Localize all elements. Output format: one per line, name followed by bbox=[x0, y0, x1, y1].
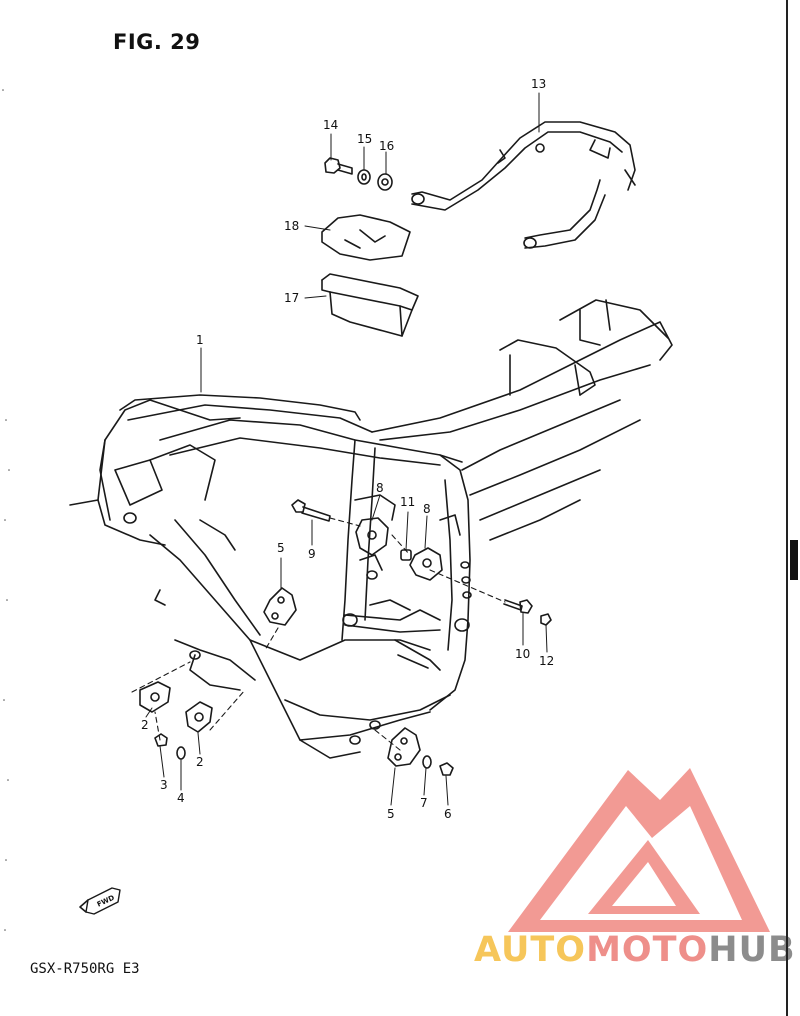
callout-12: 12 bbox=[539, 654, 555, 668]
callout-15: 15 bbox=[357, 132, 373, 146]
leader-lines bbox=[145, 92, 548, 806]
tool-bag bbox=[321, 214, 411, 261]
page-edge-marker bbox=[790, 540, 798, 580]
callout-4: 4 bbox=[177, 791, 185, 805]
main-frame bbox=[69, 299, 673, 759]
washer-7 bbox=[422, 755, 432, 769]
bracket-5-lower bbox=[387, 727, 421, 767]
callout-8-right: 8 bbox=[423, 502, 431, 516]
watermark-hub: HUB bbox=[708, 930, 796, 970]
watermark-auto: AUTO bbox=[474, 930, 587, 970]
callout-11: 11 bbox=[400, 495, 416, 509]
bracket-2-right bbox=[185, 701, 213, 733]
spacer-11 bbox=[400, 549, 412, 561]
callout-2-right: 2 bbox=[196, 755, 204, 769]
engine-mount-plate-right bbox=[409, 547, 443, 581]
washer-15 bbox=[357, 169, 371, 185]
watermark-logo bbox=[508, 768, 770, 932]
bolt-6 bbox=[439, 762, 454, 776]
callout-5-upper: 5 bbox=[277, 541, 285, 555]
callout-7: 7 bbox=[420, 796, 428, 810]
callout-1: 1 bbox=[196, 333, 204, 347]
washer-4 bbox=[176, 746, 186, 760]
phantom-lines bbox=[131, 517, 506, 751]
nut-12 bbox=[540, 613, 552, 626]
callout-3: 3 bbox=[160, 778, 168, 792]
seat-rail-bracket bbox=[411, 121, 636, 249]
bracket-2-left bbox=[139, 681, 171, 713]
engine-mount-plate-left bbox=[355, 517, 389, 556]
figure-title: FIG. 29 bbox=[113, 30, 201, 54]
callout-6: 6 bbox=[444, 807, 452, 821]
bolt-10 bbox=[503, 599, 533, 614]
washer-16 bbox=[377, 173, 393, 191]
callout-9: 9 bbox=[308, 547, 316, 561]
tool-tray bbox=[321, 273, 419, 337]
callout-18: 18 bbox=[284, 219, 300, 233]
callout-16: 16 bbox=[379, 139, 395, 153]
bracket-5-upper bbox=[263, 587, 297, 626]
bolt-3 bbox=[154, 733, 168, 747]
callout-10: 10 bbox=[515, 647, 531, 661]
callout-8-left: 8 bbox=[376, 481, 384, 495]
page-edge-rule bbox=[786, 0, 800, 1016]
callout-2-left: 2 bbox=[141, 718, 149, 732]
bolt-14 bbox=[324, 157, 353, 175]
fwd-label: FWD bbox=[96, 894, 116, 909]
watermark-wordmark: AUTOMOTOHUB bbox=[474, 930, 796, 970]
bolt-9 bbox=[291, 499, 331, 522]
callout-5-lower: 5 bbox=[387, 807, 395, 821]
watermark-moto: MOTO bbox=[586, 930, 709, 970]
callout-13: 13 bbox=[531, 77, 547, 91]
fwd-arrow-icon: FWD bbox=[79, 887, 121, 915]
scan-noise bbox=[2, 89, 10, 931]
callout-17: 17 bbox=[284, 291, 300, 305]
callout-14: 14 bbox=[323, 118, 339, 132]
model-code: GSX-R750RG E3 bbox=[30, 961, 140, 977]
